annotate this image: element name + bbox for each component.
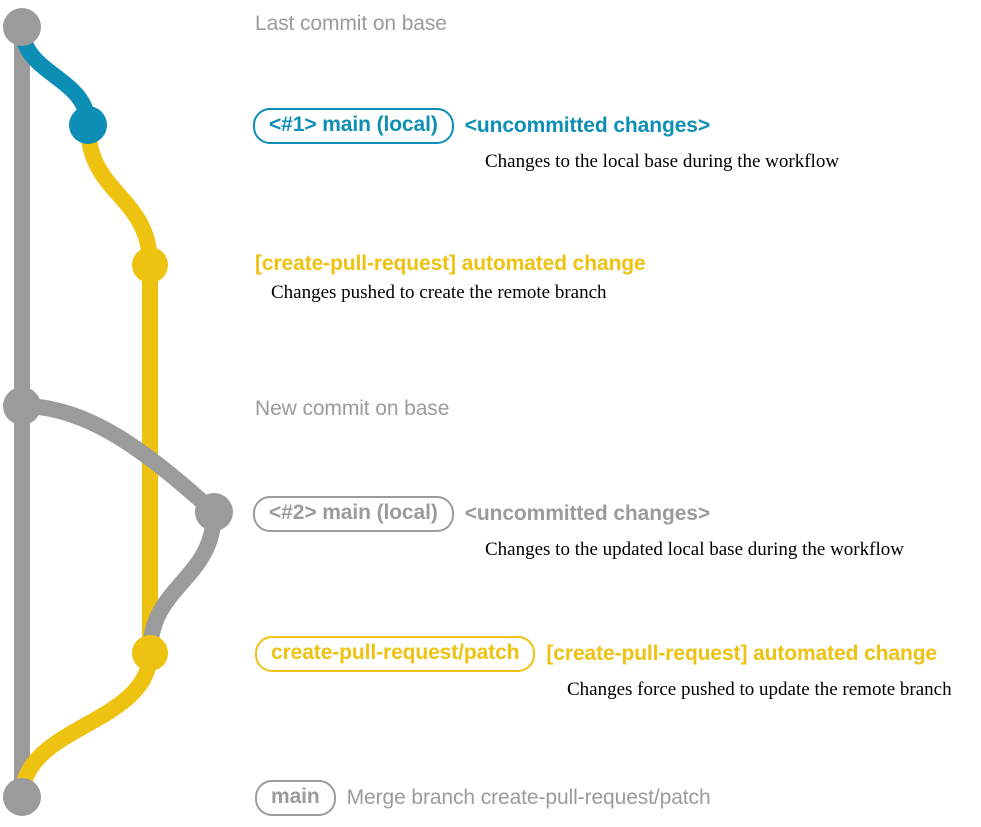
edge-patch2-to-merge (14, 645, 158, 805)
commit-subject: [create-pull-request] automated change (255, 252, 646, 275)
commit-subject: Last commit on base (255, 12, 447, 35)
commit-node-local-1[interactable] (69, 106, 107, 144)
edge-local1-to-patch1 (80, 117, 158, 273)
commit-node-base-merge[interactable] (3, 778, 41, 816)
branch-pill-create-pull-request-patch[interactable]: create-pull-request/patch (255, 636, 536, 673)
commit-node-base-top[interactable] (3, 8, 41, 46)
edge-base2-to-local2 (14, 398, 222, 520)
row-new-commit-on-base: New commit on base (255, 397, 450, 420)
edge-local2-to-patch2 (142, 504, 222, 661)
commit-node-patch-1[interactable] (132, 247, 168, 283)
row-automated-change-1: [create-pull-request] automated change C… (255, 252, 646, 304)
row-local-2: <#2> main (local) <uncommitted changes> … (253, 496, 904, 561)
row-local-1: <#1> main (local) <uncommitted changes> … (253, 108, 839, 173)
commit-description: Changes pushed to create the remote bran… (271, 282, 607, 304)
commit-description: Changes force pushed to update the remot… (567, 679, 952, 701)
row-last-commit-on-base: Last commit on base (255, 12, 447, 35)
commit-subject: [create-pull-request] automated change (546, 642, 938, 665)
commit-subject: Merge branch create-pull-request/patch (346, 786, 711, 809)
row-merge: main Merge branch create-pull-request/pa… (255, 780, 711, 817)
branch-pill-main-local-1[interactable]: <#1> main (local) (253, 108, 454, 145)
branch-pill-main-local-2[interactable]: <#2> main (local) (253, 496, 454, 533)
commit-node-base-new[interactable] (3, 387, 41, 425)
commit-subject: New commit on base (255, 397, 450, 420)
branch-pill-main[interactable]: main (255, 780, 336, 817)
commit-node-patch-2[interactable] (132, 635, 168, 671)
row-automated-change-2: create-pull-request/patch [create-pull-r… (255, 636, 952, 701)
commit-description: Changes to the updated local base during… (485, 539, 904, 561)
commit-subject: <uncommitted changes> (464, 114, 711, 137)
commit-node-local-2[interactable] (195, 493, 233, 531)
commit-description: Changes to the local base during the wor… (485, 151, 840, 173)
commit-subject: <uncommitted changes> (464, 502, 711, 525)
